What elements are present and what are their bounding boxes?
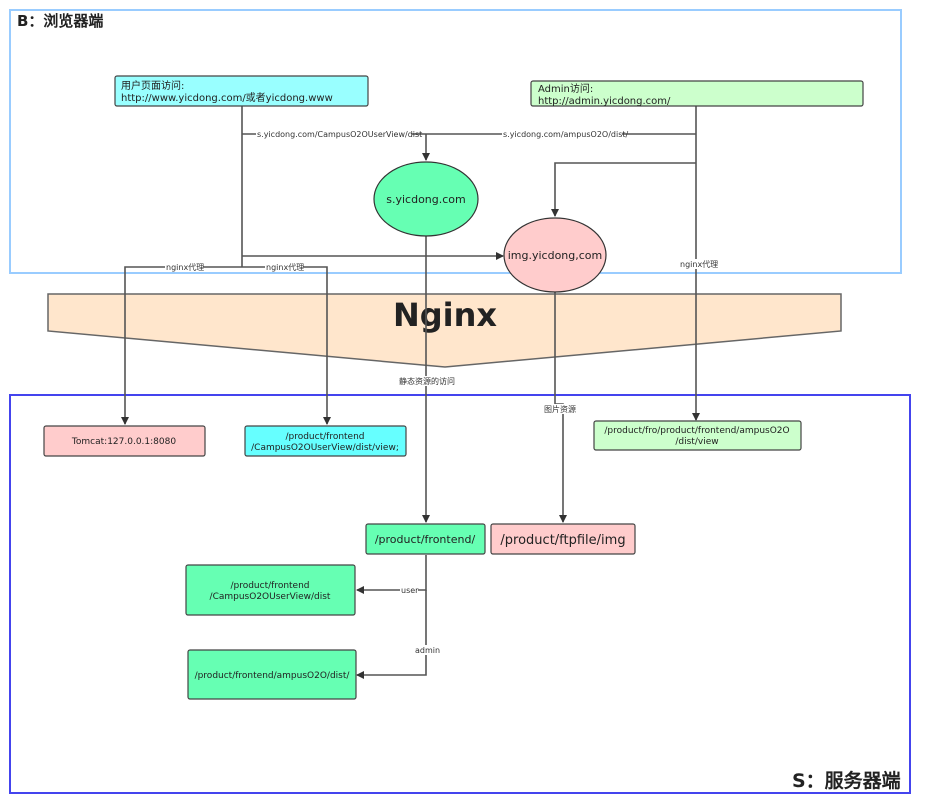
- edge-label-nginx-proxy-left: nginx代理: [165, 262, 204, 272]
- edge-label-admin: admin: [414, 645, 440, 655]
- svg-text:/CampusO2OUserView/dist/view;: /CampusO2OUserView/dist/view;: [251, 443, 399, 453]
- edge-label-nginx-proxy-right: nginx代理: [679, 259, 718, 269]
- svg-text:img.yicdong,com: img.yicdong,com: [508, 249, 603, 262]
- svg-text:/dist/view: /dist/view: [675, 437, 718, 447]
- svg-text:s.yicdong.com/ampusO2O/dist/: s.yicdong.com/ampusO2O/dist/: [503, 130, 629, 139]
- svg-text:/product/frontend/ampusO2O/dis: /product/frontend/ampusO2O/dist/: [195, 671, 351, 681]
- user-access-node: 用户页面访问: http://www.yicdong.com/或者yicdong…: [114, 75, 369, 107]
- img-domain-node: img.yicdong,com: [503, 217, 607, 293]
- svg-text:s.yicdong.com: s.yicdong.com: [386, 193, 466, 206]
- svg-text:Admin访问:: Admin访问:: [538, 82, 593, 95]
- edge-label-nginx-proxy-mid: nginx代理: [265, 262, 304, 272]
- svg-text:静态资源的访问: 静态资源的访问: [399, 376, 455, 386]
- edge-frontend-to-user-dist: [356, 555, 427, 594]
- user-dist-node: /product/frontend /CampusO2OUserView/dis…: [185, 564, 356, 616]
- svg-text:http://admin.yicdong.com/: http://admin.yicdong.com/: [538, 96, 671, 107]
- edge-label-image-resource: 图片资源: [543, 404, 576, 414]
- browser-region-title: B：浏览器端: [17, 12, 103, 30]
- edge-admin-to-img: [551, 162, 696, 217]
- edge-label-user-to-s: s.yicdong.com/CampusO2OUserView/dist: [256, 129, 422, 139]
- svg-text:图片资源: 图片资源: [544, 404, 576, 414]
- svg-text:admin: admin: [415, 646, 440, 655]
- svg-text:nginx代理: nginx代理: [266, 262, 304, 272]
- svg-text:用户页面访问:: 用户页面访问:: [121, 79, 184, 92]
- nginx-banner: [47, 293, 842, 368]
- svg-text:/product/frontend: /product/frontend: [230, 581, 309, 591]
- svg-text:/CampusO2OUserView/dist: /CampusO2OUserView/dist: [210, 592, 331, 602]
- admin-view-node: /product/fro/product/frontend/ampusO2O /…: [593, 420, 802, 451]
- server-region-title: S：服务器端: [792, 769, 901, 792]
- svg-text:user: user: [401, 586, 419, 595]
- svg-text:nginx代理: nginx代理: [166, 262, 204, 272]
- svg-text:http://www.yicdong.com/或者yicdo: http://www.yicdong.com/或者yicdong.www: [121, 92, 333, 104]
- svg-text:Tomcat:127.0.0.1:8080: Tomcat:127.0.0.1:8080: [71, 437, 176, 447]
- svg-text:/product/ftpfile/img: /product/ftpfile/img: [500, 533, 625, 548]
- tomcat-node: Tomcat:127.0.0.1:8080: [43, 425, 206, 457]
- svg-text:nginx代理: nginx代理: [680, 259, 718, 269]
- nginx-label: Nginx: [393, 296, 497, 334]
- frontend-view-node: /product/frontend /CampusO2OUserView/dis…: [244, 425, 407, 457]
- svg-text:/product/frontend/: /product/frontend/: [375, 533, 476, 546]
- admin-access-node: Admin访问: http://admin.yicdong.com/: [530, 80, 864, 107]
- ftp-img-node: /product/ftpfile/img: [490, 523, 636, 555]
- server-region: [9, 394, 911, 794]
- s-domain-node: s.yicdong.com: [373, 161, 479, 237]
- admin-dist-node: /product/frontend/ampusO2O/dist/: [187, 649, 357, 700]
- edge-label-admin-to-s: s.yicdong.com/ampusO2O/dist/: [502, 129, 629, 139]
- browser-region: [9, 9, 902, 274]
- frontend-root-node: /product/frontend/: [365, 523, 486, 555]
- svg-text:s.yicdong.com/CampusO2OUserVie: s.yicdong.com/CampusO2OUserView/dist: [257, 130, 422, 139]
- edge-label-user: user: [400, 585, 419, 595]
- edge-label-static-access: 静态资源的访问: [398, 376, 455, 386]
- svg-text:/product/frontend: /product/frontend: [285, 432, 364, 442]
- svg-text:/product/fro/product/frontend/: /product/fro/product/frontend/ampusO2O: [604, 426, 789, 436]
- edge-frontend-to-admin-dist: [356, 590, 427, 679]
